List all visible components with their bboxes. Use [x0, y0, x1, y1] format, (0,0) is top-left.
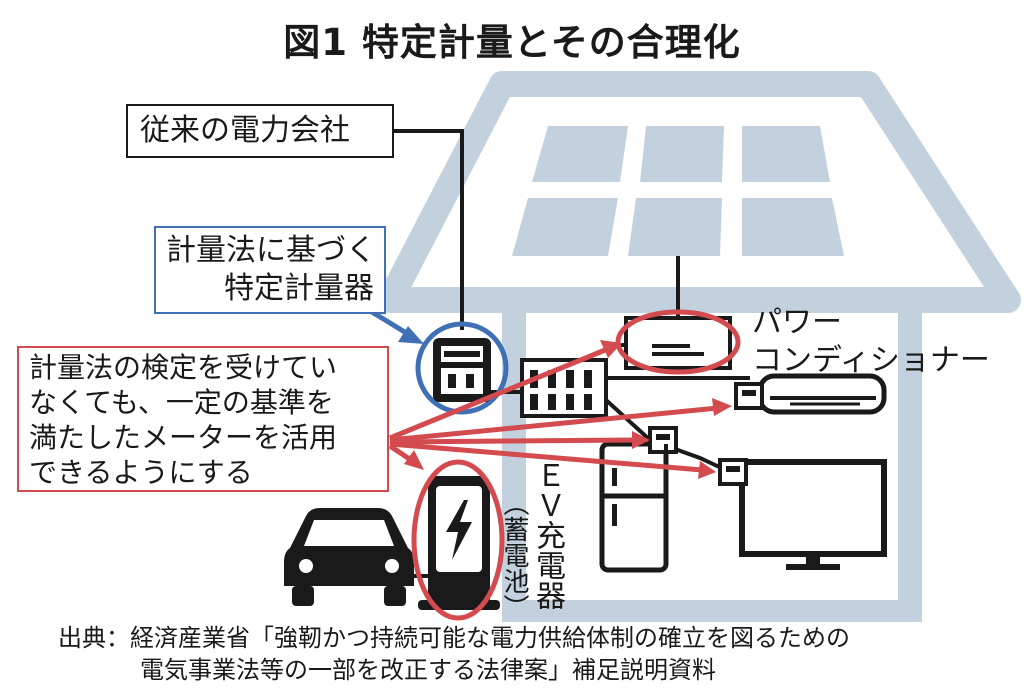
- power-conditioner-label-line2: コンディショナー: [752, 343, 990, 378]
- meter-label-line1: 計量法に基づく: [166, 233, 376, 268]
- house-floor: [502, 600, 922, 622]
- power-conditioner-label: パワー コンディショナー: [752, 304, 990, 380]
- ev-charger-label: ＥＶ充電器: [530, 460, 565, 610]
- rule-label-line1: 計量法の検定を受けてい: [29, 351, 338, 384]
- house: [377, 71, 1021, 622]
- figure-title: 図1 特定計量とその合理化: [283, 21, 741, 64]
- source-note: 出典：経済産業省「強靭かつ持続可能な電力供給体制の確立を図るための 電気事業法等…: [58, 622, 850, 686]
- rule-label: 計量法の検定を受けてい なくても、一定の基準を 満たしたメーターを活用 できるよ…: [17, 346, 389, 492]
- utility-label-text: 従来の電力会社: [140, 113, 350, 148]
- car-icon: [284, 508, 414, 606]
- solar-panels: [512, 126, 844, 256]
- power-conditioner-label-line1: パワー: [752, 305, 842, 340]
- source-note-line2: 電気事業法等の一部を改正する法律案」補足説明資料: [140, 656, 716, 684]
- ev-charger-icon: [411, 459, 505, 621]
- source-note-line1: 出典：経済産業省「強靭かつ持続可能な電力供給体制の確立を図るための: [58, 624, 850, 652]
- ev-storage-label: （蓄電池）: [499, 490, 529, 620]
- house-wall-right: [898, 300, 922, 620]
- power-conditioner-icon: [615, 309, 741, 375]
- meter-label: 計量法に基づく 特定計量器: [154, 226, 386, 314]
- red-arrows: [388, 340, 732, 479]
- smart-meter-icon: [415, 321, 509, 415]
- rule-label-line2: なくても、一定の基準を: [29, 386, 334, 419]
- air-conditioner-icon: [757, 373, 887, 415]
- utility-label: 従来の電力会社: [126, 104, 394, 158]
- blue-arrow: [370, 309, 424, 344]
- meter-label-line2: 特定計量器: [224, 271, 374, 306]
- rule-label-line3: 満たしたメーターを活用: [29, 421, 338, 454]
- rule-label-line4: できるようにする: [29, 456, 253, 489]
- house-roof: [377, 71, 1021, 313]
- television-icon: [739, 459, 887, 570]
